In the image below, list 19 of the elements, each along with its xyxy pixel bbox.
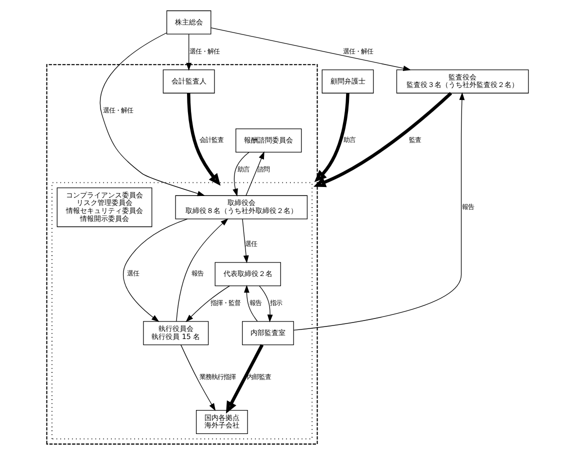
arrow — [122, 218, 188, 322]
arrow — [176, 218, 228, 322]
arrow — [210, 27, 411, 71]
arrow — [180, 344, 216, 412]
arrow — [245, 151, 264, 196]
arrow — [186, 34, 192, 71]
cluster — [46, 64, 318, 445]
arrow — [99, 32, 205, 196]
arrow — [225, 344, 264, 414]
arrow — [232, 152, 249, 196]
arrow — [185, 286, 230, 322]
arrow — [243, 284, 258, 322]
arrow — [186, 93, 220, 186]
arrow — [292, 92, 464, 331]
cluster — [50, 182, 312, 440]
arrow — [314, 93, 349, 182]
arrow — [258, 286, 272, 322]
arrow — [242, 218, 248, 264]
arrow — [313, 92, 452, 188]
